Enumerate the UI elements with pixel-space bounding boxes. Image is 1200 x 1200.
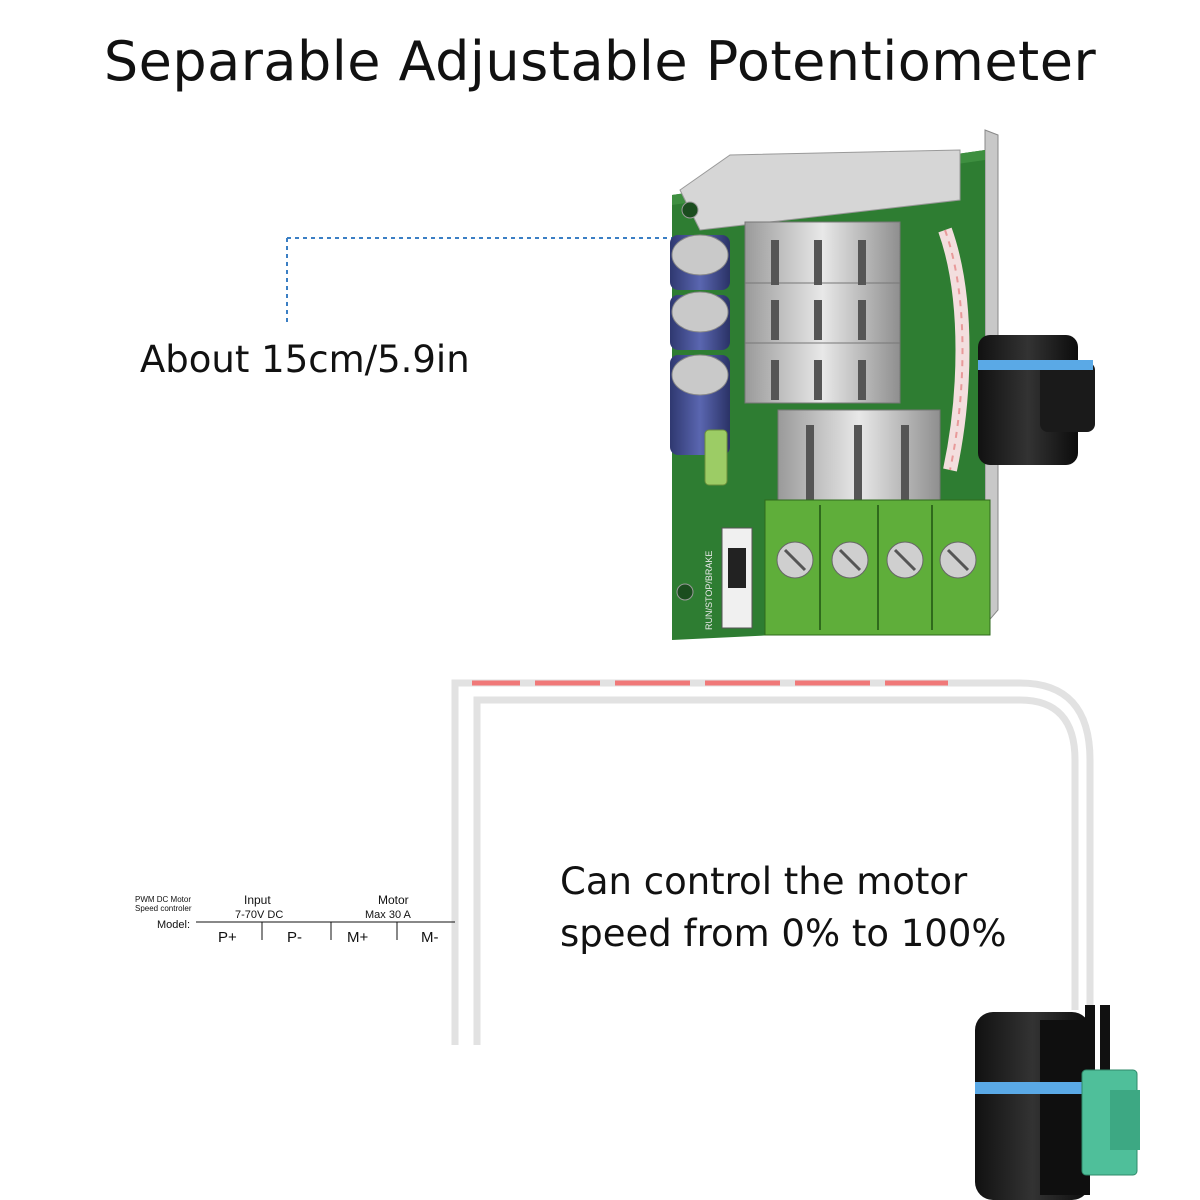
motor-max: Max 30 A	[365, 909, 412, 921]
capacitor	[670, 234, 730, 455]
terminal-p-plus: P+	[218, 929, 237, 946]
heatsink	[744, 221, 941, 509]
terminal-p-minus: P-	[287, 929, 302, 946]
switch-label: RUN/STOP/BRAKE	[704, 551, 714, 630]
motor-heading: Motor	[378, 893, 409, 907]
measurement-dotted-line	[286, 237, 948, 326]
terminal-block	[764, 499, 991, 636]
page-title: Separable Adjustable Potentiometer	[103, 30, 1097, 93]
model-label: Model:	[157, 919, 190, 931]
input-heading: Input	[244, 893, 271, 907]
pwm-controller-board: RUN/STOP/BRAKE	[670, 129, 1095, 640]
speed-caption-line2: speed from 0% to 100%	[560, 912, 1007, 955]
terminal-m-plus: M+	[347, 929, 368, 946]
board-spec-label: PWM DC Motor Speed controler Model: Inpu…	[135, 893, 455, 946]
brand-line1: PWM DC Motor	[135, 895, 191, 904]
cable-length-label: About 15cm/5.9in	[140, 338, 470, 381]
speed-caption-line1: Can control the motor	[560, 860, 968, 903]
brand-line2: Speed controler	[135, 904, 192, 913]
potentiometer-cable	[451, 679, 1094, 1045]
terminal-m-minus: M-	[421, 929, 439, 946]
input-range: 7-70V DC	[235, 909, 283, 921]
board-knob	[978, 335, 1095, 465]
separate-potentiometer-knob	[975, 1005, 1140, 1200]
fuse	[704, 429, 728, 486]
run-stop-brake-switch: RUN/STOP/BRAKE	[704, 527, 753, 630]
speed-caption: Can control the motor speed from 0% to 1…	[560, 856, 1007, 960]
